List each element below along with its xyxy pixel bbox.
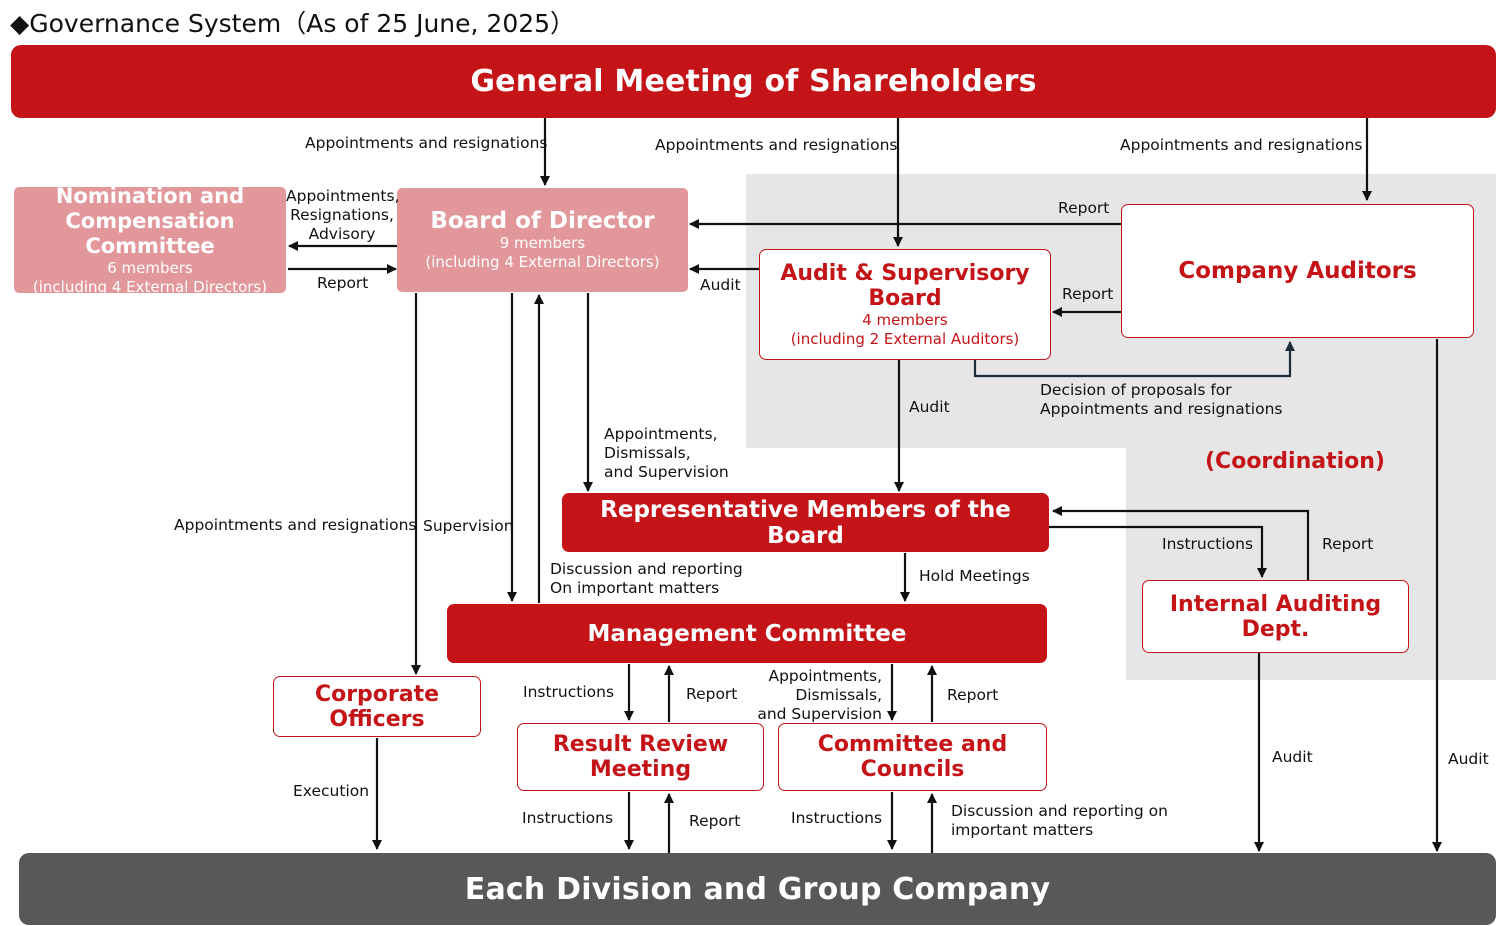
label-audit-to-board: Audit — [700, 276, 741, 294]
label-appt-gm-audit: Appointments and resignations — [655, 136, 898, 154]
label-report-internal: Report — [1322, 535, 1374, 553]
label-discussion-cc-div: Discussion and reporting on important ma… — [951, 802, 1168, 839]
board-members: 9 members — [499, 234, 586, 252]
label-report-rrm-div: Report — [689, 812, 741, 830]
label-audit-to-rep: Audit — [909, 398, 950, 416]
label-appt-dismiss-sup: Appointments, Dismissals, and Supervisio… — [604, 425, 729, 481]
audit-board-members: 4 members — [862, 310, 948, 329]
board-title: Board of Director — [430, 208, 655, 234]
committees-box: Committee and Councils — [778, 723, 1047, 791]
board-detail: (including 4 External Directors) — [425, 253, 660, 271]
page-title: ◆Governance System（As of 25 June, 2025） — [10, 9, 576, 38]
label-nom-advisory: Appointments, Resignations, Advisory — [286, 187, 400, 243]
label-appt-gm-auditors: Appointments and resignations — [1120, 136, 1363, 154]
label-appt-committees: Appointments, Dismissals, and Supervisio… — [757, 667, 882, 723]
corporate-officers-title: Corporate Officers — [314, 681, 440, 732]
management-committee-box: Management Committee — [447, 604, 1047, 663]
result-review-title: Result Review Meeting — [552, 732, 729, 782]
nomination-title-line2: Compensation Committee — [65, 208, 235, 258]
committees-title: Committee and Councils — [817, 732, 1008, 782]
label-auditors-report-audit: Report — [1062, 285, 1114, 303]
each-division-title: Each Division and Group Company — [464, 871, 1051, 907]
label-discussion-mgmt: Discussion and reporting On important ma… — [550, 560, 743, 597]
label-instructions-rrm: Instructions — [523, 683, 615, 701]
audit-board-detail: (including 2 External Auditors) — [790, 329, 1020, 348]
label-instructions-rrm-div: Instructions — [522, 809, 614, 827]
label-decision: Decision of proposals for Appointments a… — [1040, 381, 1283, 418]
general-meeting-title: General Meeting of Shareholders — [470, 64, 1037, 99]
nomination-title-line1: Nomination and — [55, 183, 245, 208]
label-hold-meetings: Hold Meetings — [919, 567, 1030, 585]
corporate-officers-box: Corporate Officers — [273, 676, 481, 737]
audit-supervisory-board-box: Audit & Supervisory Board 4 members (inc… — [759, 249, 1051, 360]
label-audit-internal-div: Audit — [1272, 748, 1313, 766]
representative-title: Representative Members of the Board — [600, 496, 1011, 549]
nomination-detail: (including 4 External Directors) — [32, 277, 268, 296]
nomination-committee-box: Nomination and Compensation Committee 6 … — [14, 183, 286, 296]
result-review-box: Result Review Meeting — [517, 723, 764, 791]
company-auditors-title: Company Auditors — [1178, 257, 1417, 284]
label-appt-officers: Appointments and resignations — [174, 516, 417, 534]
representative-members-box: Representative Members of the Board — [562, 493, 1049, 552]
label-supervision: Supervision — [423, 517, 514, 535]
label-report-committees: Report — [947, 686, 999, 704]
label-audit-auditors-div: Audit — [1448, 750, 1489, 768]
nomination-members: 6 members — [107, 258, 193, 277]
label-report-rrm: Report — [686, 685, 738, 703]
internal-auditing-title: Internal Auditing Dept. — [1169, 591, 1382, 642]
label-instructions-cc-div: Instructions — [791, 809, 883, 827]
board-of-director-box: Board of Director 9 members (including 4… — [397, 188, 688, 292]
label-instructions-internal: Instructions — [1162, 535, 1254, 553]
coordination-label: (Coordination) — [1205, 449, 1385, 474]
company-auditors-box: Company Auditors — [1121, 204, 1474, 338]
label-nom-report: Report — [317, 274, 369, 292]
label-appt-gm-board: Appointments and resignations — [305, 134, 548, 152]
management-title: Management Committee — [587, 620, 907, 647]
audit-board-title: Audit & Supervisory Board — [780, 260, 1030, 311]
general-meeting-box: General Meeting of Shareholders — [11, 45, 1496, 118]
label-execution: Execution — [293, 782, 370, 800]
each-division-box: Each Division and Group Company — [19, 853, 1496, 925]
label-auditors-report-board: Report — [1058, 199, 1110, 217]
internal-auditing-box: Internal Auditing Dept. — [1142, 580, 1409, 653]
